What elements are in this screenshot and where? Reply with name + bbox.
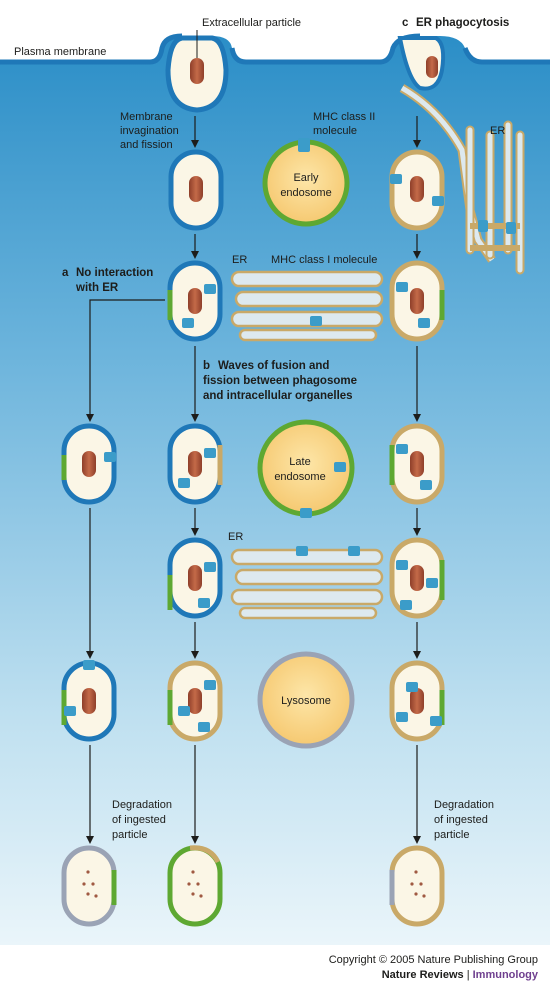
journal-name: Nature Reviews xyxy=(381,969,464,981)
a-label-line1: No interaction xyxy=(76,267,153,279)
a-letter: a xyxy=(62,267,69,279)
phagosome-er-early xyxy=(389,149,445,231)
phagosome-row5-left xyxy=(61,660,117,742)
phagosome-degraded-left xyxy=(61,845,117,927)
phagosome-row2-right xyxy=(389,260,445,342)
journal-separator: | xyxy=(466,969,470,981)
invagination-pocket xyxy=(165,30,229,113)
late-endosome-label-line1: Late xyxy=(289,456,310,468)
b-label-line2: fission between phagosome xyxy=(203,375,357,387)
er-phagocytosis-label: ER phagocytosis xyxy=(416,17,509,29)
degradation-right-line3: particle xyxy=(434,829,469,841)
phagosome-row5-mid xyxy=(167,660,223,742)
plasma-membrane-label: Plasma membrane xyxy=(14,46,106,58)
extracellular-particle xyxy=(190,58,204,84)
phagosome-degraded-right xyxy=(389,845,445,927)
subjournal-name: Immunology xyxy=(472,969,538,981)
mhc-class-i-label: MHC class I molecule xyxy=(271,254,377,266)
copyright-notice: Copyright © 2005 Nature Publishing Group xyxy=(328,954,538,966)
early-endosome xyxy=(262,138,350,227)
phagosome-row3-mid xyxy=(167,423,223,505)
invagination-label-line3: and fission xyxy=(120,139,173,151)
early-endosome-label-line1: Early xyxy=(293,172,319,184)
late-endosome xyxy=(257,419,355,518)
phagosome-row3-left xyxy=(61,423,117,505)
a-label-line2: with ER xyxy=(75,282,119,294)
phagosome-degraded-mid xyxy=(167,845,223,927)
late-endosome-label-line2: endosome xyxy=(274,471,325,483)
invagination-label-line1: Membrane xyxy=(120,111,173,123)
degradation-right-line1: Degradation xyxy=(434,799,494,811)
b-label-line1: Waves of fusion and xyxy=(218,360,329,372)
phagosome-row2-mid xyxy=(167,260,223,342)
footer: Copyright © 2005 Nature Publishing Group… xyxy=(329,953,538,983)
er-phagocytosis-pocket xyxy=(397,36,525,275)
phagosome-row4-mid xyxy=(167,537,223,619)
flow-arrows xyxy=(86,116,421,844)
journal-credit: Nature Reviews | Immunology xyxy=(329,968,538,983)
degradation-right-line2: of ingested xyxy=(434,814,488,826)
b-label-line3: and intracellular organelles xyxy=(203,390,353,402)
lysosome-label: Lysosome xyxy=(281,695,331,707)
phagosome-row5-right xyxy=(389,660,445,742)
extracellular-particle-label: Extracellular particle xyxy=(202,17,301,29)
phagosome-early xyxy=(168,149,224,231)
er-lower xyxy=(230,546,384,620)
early-endosome-label-line2: endosome xyxy=(280,187,331,199)
invagination-label-line2: invagination xyxy=(120,125,179,137)
lysosome xyxy=(257,651,355,749)
mhc-class-ii-label-line2: molecule xyxy=(313,125,357,137)
degradation-left-line2: of ingested xyxy=(112,814,166,826)
er-phagocytosis-letter: c xyxy=(402,17,409,29)
b-letter: b xyxy=(203,360,210,372)
phagosome-row4-right xyxy=(389,537,445,619)
er-lower-label: ER xyxy=(228,531,243,543)
degradation-left-line1: Degradation xyxy=(112,799,172,811)
degradation-left-line3: particle xyxy=(112,829,147,841)
er-middle-label: ER xyxy=(232,254,247,266)
er-top-label: ER xyxy=(490,125,505,137)
phagosome-row3-right xyxy=(389,423,445,505)
er-middle xyxy=(230,270,384,342)
mhc-class-ii-label-line1: MHC class II xyxy=(313,111,375,123)
